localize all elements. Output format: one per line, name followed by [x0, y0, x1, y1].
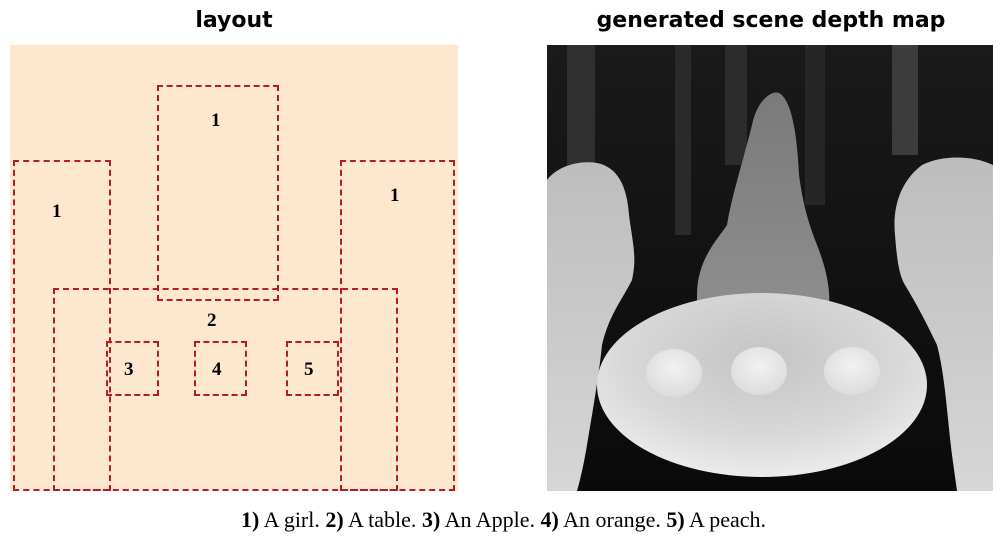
layout-panel: 1 1 1 2 3 4 5 — [10, 45, 458, 491]
layout-title: layout — [195, 8, 273, 33]
box-peach: 5 — [286, 341, 339, 396]
caption-num-4: 4) — [540, 507, 559, 532]
box-label-apple: 3 — [124, 359, 134, 380]
box-girl-center: 1 — [157, 85, 279, 301]
depth-map-title: generated scene depth map — [596, 8, 946, 33]
caption-num-2: 2) — [325, 507, 344, 532]
box-label-orange: 4 — [212, 359, 222, 380]
figure-caption: 1) A girl. 2) A table. 3) An Apple. 4) A… — [0, 506, 1007, 534]
caption-text-3: An Apple. — [444, 507, 536, 532]
box-table: 2 — [53, 288, 398, 491]
box-orange: 4 — [194, 341, 247, 396]
box-label-girl-right: 1 — [390, 185, 400, 206]
depth-map-image — [547, 45, 993, 491]
box-label-girl-left: 1 — [52, 201, 62, 222]
caption-num-3: 3) — [421, 507, 441, 532]
caption-num-5: 5) — [666, 507, 685, 532]
box-label-girl-center: 1 — [211, 110, 221, 131]
caption-text-1: A girl. — [263, 507, 320, 532]
caption-num-1: 1) — [241, 507, 260, 532]
caption-text-4: An orange. — [563, 507, 661, 532]
caption-text-5: A peach. — [689, 507, 766, 532]
box-label-table: 2 — [207, 310, 217, 331]
caption-text-2: A table. — [348, 507, 417, 532]
box-label-peach: 5 — [304, 359, 314, 380]
box-apple: 3 — [106, 341, 159, 396]
